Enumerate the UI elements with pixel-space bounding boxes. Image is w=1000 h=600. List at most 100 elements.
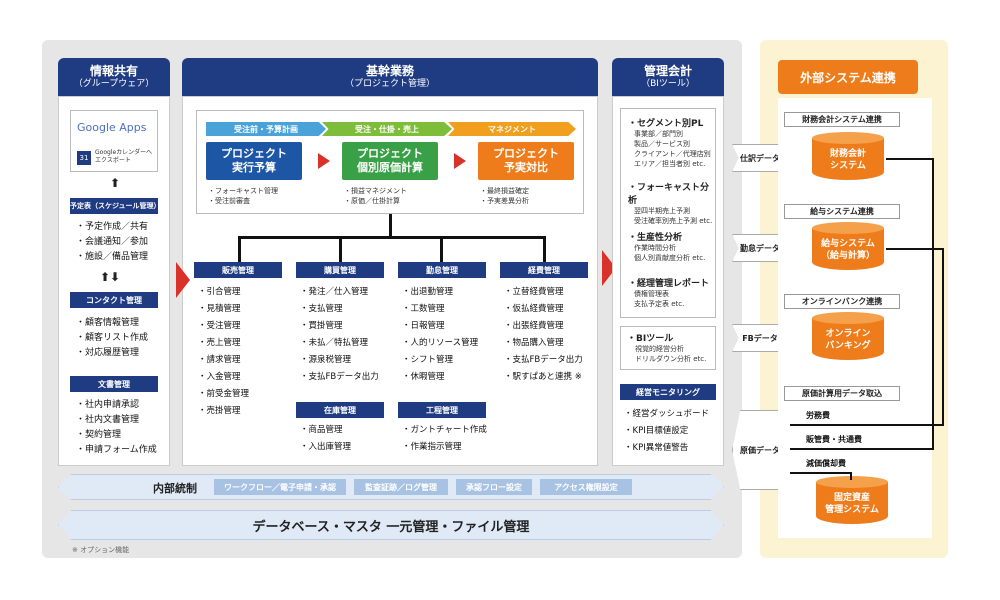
connector-line [238,236,241,262]
project-budget-notes: ・フォーキャスト管理 ・受注前審査 [208,186,278,206]
project-budget-line2: 実行予算 [232,161,276,174]
list-item: ・見積管理 [198,304,241,314]
connector-line [932,158,934,450]
note: ・原価／仕掛計算 [344,197,400,205]
list-item: ・駅すぱあと連携 ※ [504,372,582,382]
list-item: ・出退勤管理 [402,287,454,297]
cyl-line: オンライン [825,329,871,339]
project-actual-line1: プロジェクト [493,147,559,160]
internal-control-title: 内部統制 [153,482,197,495]
cyl-line: 管理システム [825,505,879,515]
tag-audit: 監査証跡／ログ管理 [354,479,448,495]
bi-accounting-sub: 債権管理表 支払予定表 etc. [628,289,716,309]
project-actual-line2: 予実対比 [504,161,548,174]
sales-list: ・引合管理 ・見積管理 ・受注管理 ・売上管理 ・請求管理 ・入金管理 ・前受金… [198,284,249,420]
list-item: ・シフト管理 [402,355,454,365]
tag-workflow: ワークフロー／電子申請・承認 [214,479,346,495]
bi-header: 管理会計 （BIツール） [612,58,724,96]
purchase-header: 購買管理 [296,262,384,278]
bi-productivity-title: ・生産性分析 [628,233,683,243]
list-item: ・日報管理 [402,321,445,331]
stock-list: ・商品管理 ・入出庫管理 [300,422,351,456]
list-item: ・発注／仕入管理 [300,287,369,297]
connector-line [440,236,443,262]
bi-subtitle: （BIツール） [641,78,695,89]
groupware-title: 情報共有 [89,63,138,78]
bi-segment: ・セグメント別PL 事業部／部門別 製品／サービス別 クライアント／代理店別 エ… [628,116,716,169]
sales-header: 販売管理 [194,262,282,278]
expense-header: 経費管理 [500,262,588,278]
up-arrow-icon: ⬆ [110,176,121,190]
connector-line [238,236,546,239]
list-item: ・売掛管理 [198,406,241,416]
list-item: ・入出庫管理 [300,442,352,452]
ext-payroll-bar: 給与システム連携 [784,204,900,219]
note: ・損益マネジメント [344,187,407,195]
project-cost-notes: ・損益マネジメント ・原価／仕掛計算 [344,186,407,206]
list-item: ・物品購入管理 [504,338,564,348]
list-item: ・KPI異常値警告 [624,443,689,453]
database-band: データベース・マスタ 一元管理・ファイル管理 [58,510,724,540]
list-item: ・申請フォーム作成 [76,445,157,455]
list-item: ・社内申請承認 [76,400,140,410]
process-header: 工程管理 [398,402,486,418]
bi-forecast: ・フォーキャスト分析 翌四半期売上予測 受注確率別売上予測 etc. [628,180,716,226]
list-item: ・顧客リスト作成 [76,333,149,343]
contact-header: コンタクト管理 [70,292,158,308]
docs-header: 文書管理 [70,376,158,392]
note: ・最終損益確定 [480,187,529,195]
list-item: ・請求管理 [198,355,241,365]
bi-accounting: ・経理管理レポート 債権管理表 支払予定表 etc. [628,276,716,309]
stock-header: 在庫管理 [296,402,384,418]
list-item: ・施設／備品管理 [76,252,149,262]
ext-costdata-bar: 原価計算用データ取込 [784,386,900,401]
process-list: ・ガントチャート作成 ・作業指示管理 [402,422,487,456]
list-item: ・支払管理 [300,304,343,314]
list-item: ・対応履歴管理 [76,348,140,358]
connector-line [790,424,944,426]
connector-line [389,214,392,238]
arrow-right-icon [454,153,466,169]
contact-list: ・顧客情報管理 ・顧客リスト作成 ・対応履歴管理 [76,316,148,361]
list-item: ・買掛管理 [300,321,343,331]
database-title: データベース・マスタ 一元管理・ファイル管理 [252,519,530,535]
list-item: ・ガントチャート作成 [402,425,487,435]
calendar-icon: 31 [77,151,91,165]
cyl-line: システム [830,161,866,171]
project-actual-box: プロジェクト 予実対比 [478,142,574,180]
connector-line [543,236,546,262]
list-item: ・KPI目標値設定 [624,426,689,436]
list-item: ・工数管理 [402,304,445,314]
note: 個人別貢献度分析 etc. [634,254,706,262]
core-title: 基幹業務 [365,63,414,78]
bank-database-icon: オンラインバンキング [812,312,884,366]
note: 債権管理表 [634,290,669,298]
docs-list: ・社内申請承認 ・社内文書管理 ・契約管理 ・申請フォーム作成 [76,398,157,458]
list-item: ・会議通知／参加 [76,237,149,247]
list-item: ・休暇管理 [402,372,445,382]
note: ・予実差異分析 [480,197,529,205]
note: ・フォーキャスト管理 [208,187,278,195]
tag-access: アクセス権限設定 [540,479,632,495]
schedule-list: ・予定作成／共有 ・会議通知／参加 ・施設／備品管理 [76,220,148,265]
connector-line [790,448,934,450]
core-subtitle: （プロジェクト管理） [344,78,435,89]
project-budget-box: プロジェクト 実行予算 [206,142,302,180]
note: 翌四半期売上予測 [634,207,690,215]
note: 支払予定表 etc. [634,300,685,308]
monitoring-list: ・経営ダッシュボード ・KPI目標値設定 ・KPI異常値警告 [624,406,709,457]
note: 視覚的経営分析 [635,345,684,353]
bi-analysis-box [620,108,716,318]
bi-segment-sub: 事業部／部門別 製品／サービス別 クライアント／代理店別 エリア／担当者別 et… [628,129,716,169]
connector-line [850,472,852,480]
bi-productivity: ・生産性分析 作業時間分析 個人別貢献度分析 etc. [628,230,716,263]
cyl-line: 財務会計 [829,149,866,159]
list-item: ・仮払経費管理 [504,304,564,314]
monitoring-header: 経営モニタリング [620,384,716,400]
depreciation-label: 減価償却費 [806,459,846,468]
groupware-subtitle: （グループウェア） [73,78,155,89]
connector-line [886,158,934,160]
schedule-header: 予定表（スケジュール管理） [70,198,161,214]
list-item: ・前受金管理 [198,389,250,399]
google-box: Google Apps 31 Googleカレンダーへエクスポート [70,110,158,172]
